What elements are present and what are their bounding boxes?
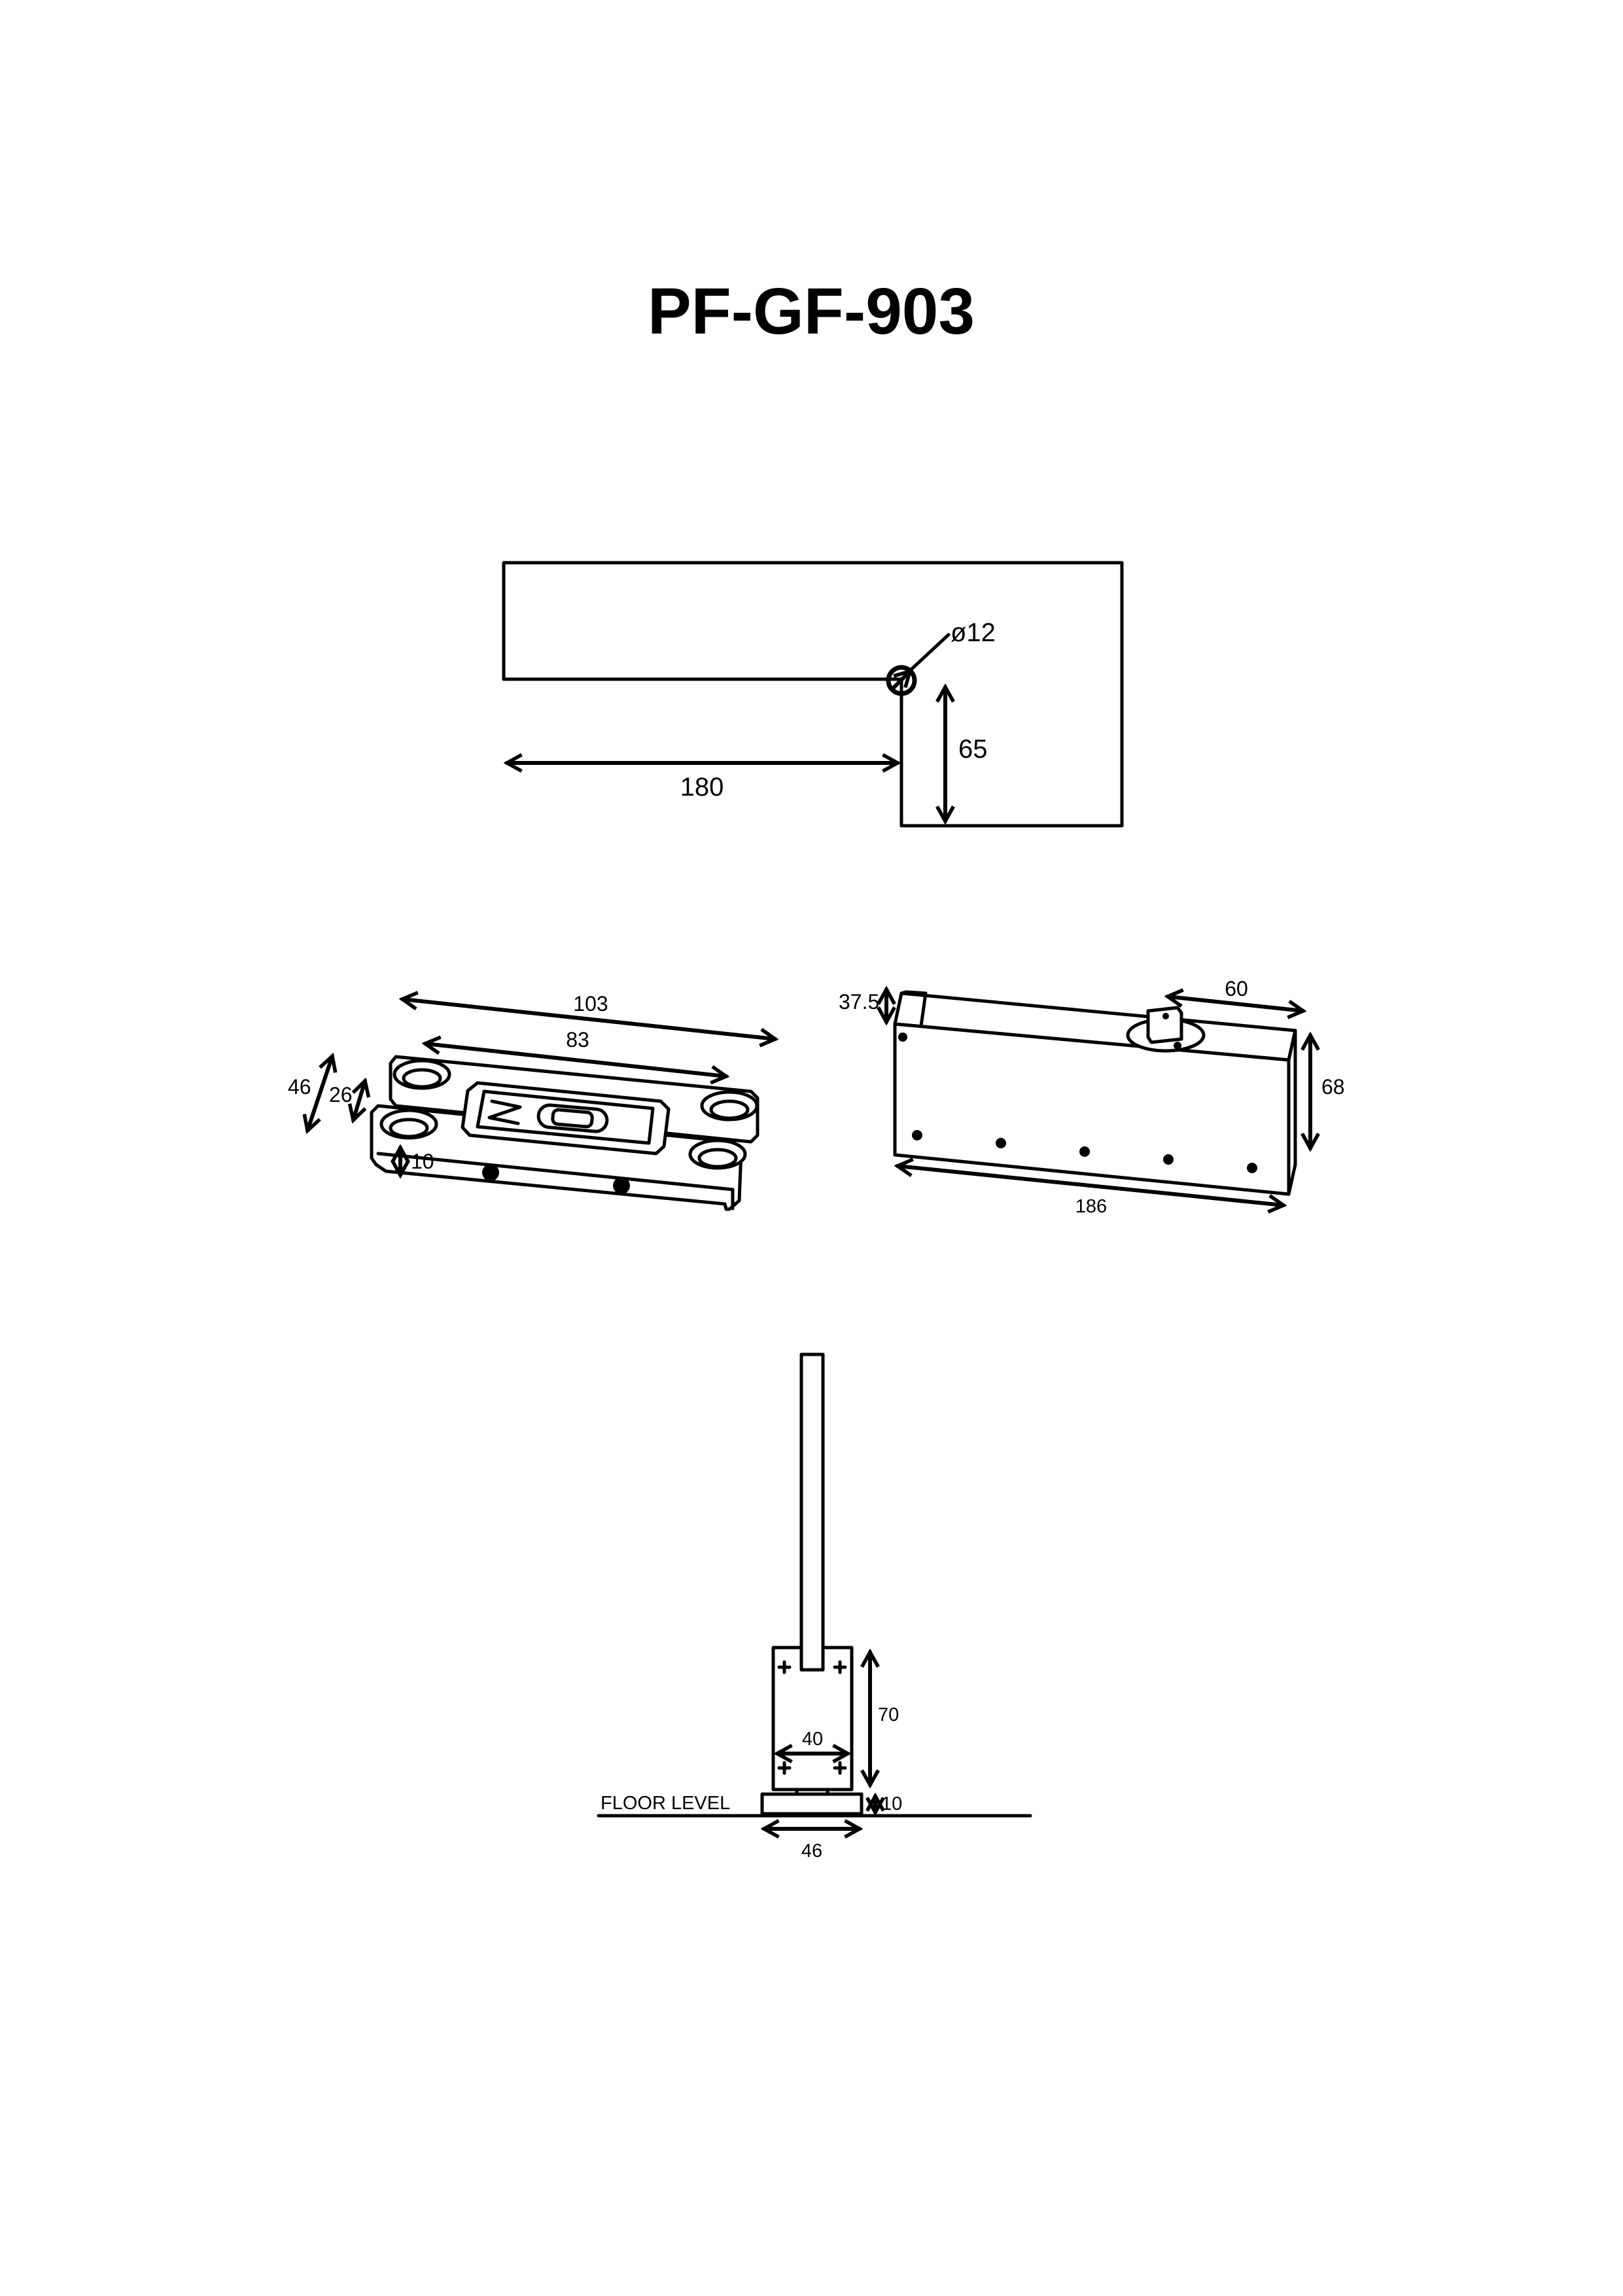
fitting-screw	[833, 1660, 847, 1674]
depth-label: 65	[958, 735, 988, 764]
plate-inner-length-label: 83	[566, 1028, 589, 1051]
floor-plate	[760, 1792, 864, 1816]
closer-body: 37.5 60 68 186	[839, 977, 1345, 1217]
screw-hole-inner	[697, 1148, 738, 1169]
fitting-screw	[833, 1761, 847, 1775]
plate-length-dimension	[402, 999, 775, 1039]
width-label: 180	[680, 773, 724, 802]
body-offset-label: 37.5	[839, 990, 879, 1014]
center-slot	[536, 1103, 609, 1133]
body-side-face	[1287, 1029, 1297, 1196]
fitting-screw	[777, 1761, 792, 1775]
drawing-title: PF-GF-903	[648, 275, 975, 348]
top-view: ø12 65 180	[502, 561, 1124, 828]
plate-length-label: 103	[573, 992, 608, 1016]
screw-hole-inner	[709, 1099, 750, 1120]
fixing-dot	[1079, 1146, 1090, 1157]
body-notch-edge	[899, 990, 908, 995]
fixing-dot	[912, 1130, 922, 1140]
plate-inner-width-label: 26	[329, 1083, 353, 1106]
plate-width-label: 46	[288, 1075, 311, 1099]
screw-hole-front-right	[688, 1139, 747, 1170]
fixing-dot	[996, 1138, 1006, 1148]
plate-inner-length-dimension	[425, 1044, 726, 1076]
diameter-leader	[909, 633, 951, 671]
body-notch	[904, 990, 928, 1028]
glass-outline	[502, 561, 1124, 828]
body-length-dimension	[898, 1166, 1283, 1205]
body-height-label: 68	[1321, 1075, 1345, 1099]
fixing-dot	[898, 1033, 907, 1042]
screw-hole-inner	[389, 1118, 429, 1139]
center-slot-inner	[551, 1108, 594, 1129]
pivot-hole	[886, 665, 917, 696]
plate-edge	[376, 1152, 735, 1192]
glass-panel	[799, 1352, 825, 1672]
spindle-base-dot	[1174, 1042, 1181, 1050]
screw-hole-back-left	[393, 1059, 451, 1090]
fitting-width-label: 40	[802, 1729, 823, 1750]
spindle-offset-label: 60	[1225, 977, 1248, 1000]
spindle-square	[1146, 1006, 1183, 1044]
fixing-dot	[613, 1177, 630, 1194]
screw-hole-back-right	[700, 1090, 759, 1122]
fixing-dot	[1163, 1154, 1174, 1165]
center-recess	[461, 1081, 671, 1156]
center-recess-inner	[476, 1089, 655, 1145]
fitting-screw	[777, 1660, 792, 1674]
fitting-height-label: 70	[878, 1704, 899, 1725]
plate-thickness-label: 10	[411, 1150, 434, 1173]
floor-thickness-label: 10	[881, 1793, 902, 1814]
base-width-label: 46	[801, 1841, 822, 1862]
floor-level-label: FLOOR LEVEL	[601, 1793, 730, 1814]
logo-letter	[487, 1099, 522, 1125]
plate-width-dimension	[307, 1056, 332, 1131]
patch-fitting	[771, 1646, 854, 1792]
diameter-label: ø12	[951, 618, 996, 647]
side-view: FLOOR LEVEL 70 40 10 46	[597, 1352, 1032, 1862]
fixing-dot	[1247, 1163, 1257, 1173]
screw-hole-front-left	[379, 1108, 438, 1140]
fixing-dot	[482, 1164, 499, 1181]
spindle-offset-dimension	[1168, 997, 1303, 1011]
pivot-hole-arrow	[891, 671, 910, 690]
plate-inner-width-dimension	[353, 1081, 365, 1120]
body-length-label: 186	[1075, 1196, 1107, 1217]
pivot-plate: 103 83 46 26 10	[288, 992, 775, 1211]
spindle-dot	[1162, 1013, 1169, 1019]
